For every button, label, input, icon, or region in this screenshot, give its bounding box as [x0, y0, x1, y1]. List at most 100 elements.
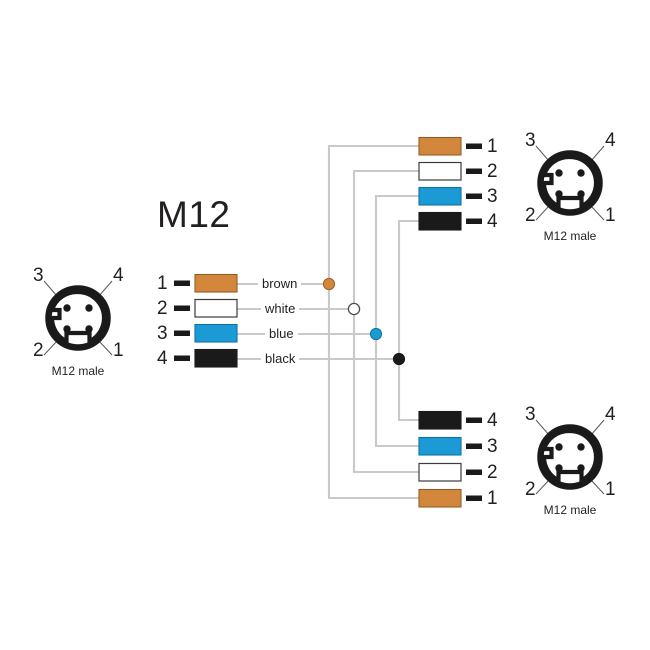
connector-br-leader-3 [535, 419, 550, 436]
bottom-pin-number-1: 1 [487, 488, 498, 509]
top-pin-number-3: 3 [487, 186, 498, 207]
connector-top-right-pin-label-1: 1 [605, 205, 616, 226]
wire-black-to-top-4 [397, 219, 419, 359]
bottom-swatch-white [418, 462, 462, 482]
top-branch-pinout-group [418, 136, 482, 231]
junction-blue [369, 327, 383, 341]
connector-top-right-ring [537, 150, 603, 216]
center-pinout-group [174, 273, 238, 368]
wire-routing-group [237, 144, 419, 500]
junction-white [347, 302, 361, 316]
connector-tr-pin-4 [577, 169, 585, 177]
top-swatch-black [418, 211, 462, 231]
connector-tr-pin-1 [577, 190, 585, 198]
connector-br-leader-4 [590, 419, 605, 436]
bottom-dash-1 [466, 495, 482, 501]
connector-top-right-keyway [541, 154, 599, 210]
connector-left-pin-3 [63, 304, 71, 312]
connector-br-leader-1 [590, 479, 605, 495]
connector-top-right-graphic [535, 145, 605, 221]
top-swatch-white [418, 161, 462, 181]
top-dash-2 [466, 168, 482, 174]
connector-left-graphic [43, 280, 113, 356]
wire-black-to-bottom-4 [397, 359, 419, 422]
top-pin-number-4: 4 [487, 211, 498, 232]
connector-bottom-right-pin-label-3: 3 [525, 404, 536, 425]
connector-left-pin-label-1: 1 [113, 340, 124, 361]
connector-br-pin-1 [577, 464, 585, 472]
center-pin-number-4: 4 [157, 348, 168, 369]
connector-bottom-right-ring [537, 424, 603, 490]
center-dash-4 [174, 355, 190, 361]
connector-br-pin-2 [555, 464, 563, 472]
top-pin-number-1: 1 [487, 136, 498, 157]
connector-tr-pin-3 [555, 169, 563, 177]
connector-left-leader-1 [98, 340, 113, 356]
connector-tr-leader-4 [590, 145, 605, 162]
connector-left-pin-label-3: 3 [33, 265, 44, 286]
bottom-dash-2 [466, 469, 482, 475]
connector-bottom-right-caption: M12 male [543, 503, 597, 517]
center-swatch-white [194, 298, 238, 318]
wire-white-to-top-2 [352, 169, 419, 309]
connector-br-pin-3 [555, 443, 563, 451]
wire-label-white: white [261, 302, 300, 315]
center-dash-2 [174, 305, 190, 311]
connector-top-right-caption: M12 male [543, 229, 597, 243]
connector-left-ring [45, 285, 111, 351]
connector-left-pin-label-4: 4 [113, 265, 124, 286]
bottom-swatch-brown [418, 488, 462, 508]
connector-bottom-right-keyway [541, 428, 599, 484]
wire-label-black: black [261, 352, 300, 365]
top-dash-1 [466, 143, 482, 149]
connector-br-leader-2 [535, 479, 550, 495]
connector-left-pin-2 [63, 325, 71, 333]
top-dash-4 [466, 218, 482, 224]
junction-brown [322, 277, 336, 291]
center-pin-number-1: 1 [157, 273, 168, 294]
top-swatch-blue [418, 186, 462, 206]
wire-label-brown: brown [258, 277, 302, 290]
center-dash-1 [174, 280, 190, 286]
wire-label-blue: blue [265, 327, 298, 340]
bottom-dash-4 [466, 417, 482, 423]
connector-top-right-pin-label-3: 3 [525, 130, 536, 151]
connector-left-caption: M12 male [51, 364, 105, 378]
connector-tr-leader-2 [535, 205, 550, 221]
connector-bottom-right-pin-label-2: 2 [525, 479, 536, 500]
connector-bottom-right-pin-label-1: 1 [605, 479, 616, 500]
bottom-pin-number-3: 3 [487, 436, 498, 457]
connector-top-right-pin-label-2: 2 [525, 205, 536, 226]
connector-tr-leader-1 [590, 205, 605, 221]
bottom-dash-3 [466, 443, 482, 449]
center-pin-number-2: 2 [157, 298, 168, 319]
top-dash-3 [466, 193, 482, 199]
connector-bottom-right-graphic [535, 419, 605, 495]
connector-br-pin-4 [577, 443, 585, 451]
bottom-pin-number-4: 4 [487, 410, 498, 431]
connector-tr-pin-2 [555, 190, 563, 198]
connector-top-right-pin-label-4: 4 [605, 130, 616, 151]
center-swatch-blue [194, 323, 238, 343]
wire-brown-to-top-1 [327, 144, 419, 284]
connector-tr-leader-3 [535, 145, 550, 162]
top-swatch-brown [418, 136, 462, 156]
connector-left-keyway [49, 289, 107, 345]
junction-dots-group [322, 277, 406, 366]
wire-blue-to-top-3 [374, 194, 419, 334]
bottom-swatch-blue [418, 436, 462, 456]
wire-blue-to-bottom-3 [374, 334, 419, 448]
page-title: M12 [157, 194, 231, 235]
center-dash-3 [174, 330, 190, 336]
top-pin-number-2: 2 [487, 161, 498, 182]
connector-left-pin-1 [85, 325, 93, 333]
connector-left-leader-3 [43, 280, 58, 297]
center-swatch-brown [194, 273, 238, 293]
center-swatch-black [194, 348, 238, 368]
junction-black [392, 352, 406, 366]
connector-left-pin-4 [85, 304, 93, 312]
wire-brown-to-bottom-1 [327, 284, 419, 500]
connector-left-pin-label-2: 2 [33, 340, 44, 361]
